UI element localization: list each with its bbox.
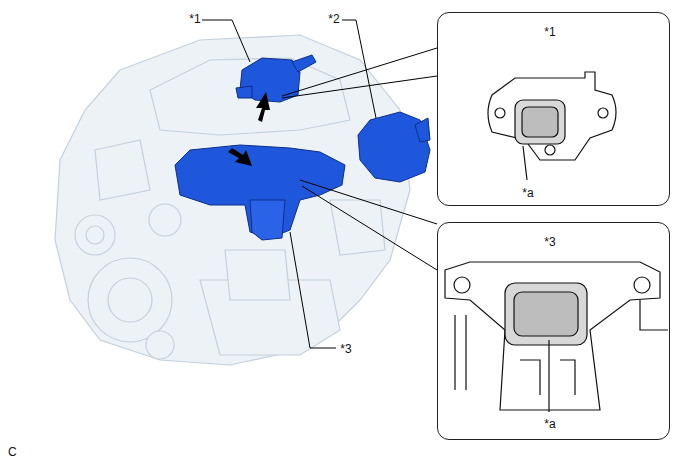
inset-box: *3 *a — [437, 222, 670, 440]
figure-code: C — [8, 445, 17, 459]
inset-heading: *3 — [544, 235, 555, 249]
callout-number: *2 — [328, 12, 339, 26]
egr-cooler-part — [358, 112, 430, 182]
leader-line — [202, 20, 437, 348]
engine-ghost — [55, 35, 410, 365]
inset-heading: *1 — [544, 25, 555, 39]
inset-box: *1 *a — [437, 12, 670, 206]
callout-letter: *a — [522, 186, 533, 200]
manifold-detail — [445, 262, 668, 412]
manifold-part — [175, 145, 345, 240]
gasket-detail — [488, 72, 616, 180]
callout-number: *3 — [340, 342, 351, 356]
arrow — [228, 92, 270, 166]
callout-number: *1 — [189, 12, 200, 26]
callout-letter: *a — [544, 417, 555, 431]
